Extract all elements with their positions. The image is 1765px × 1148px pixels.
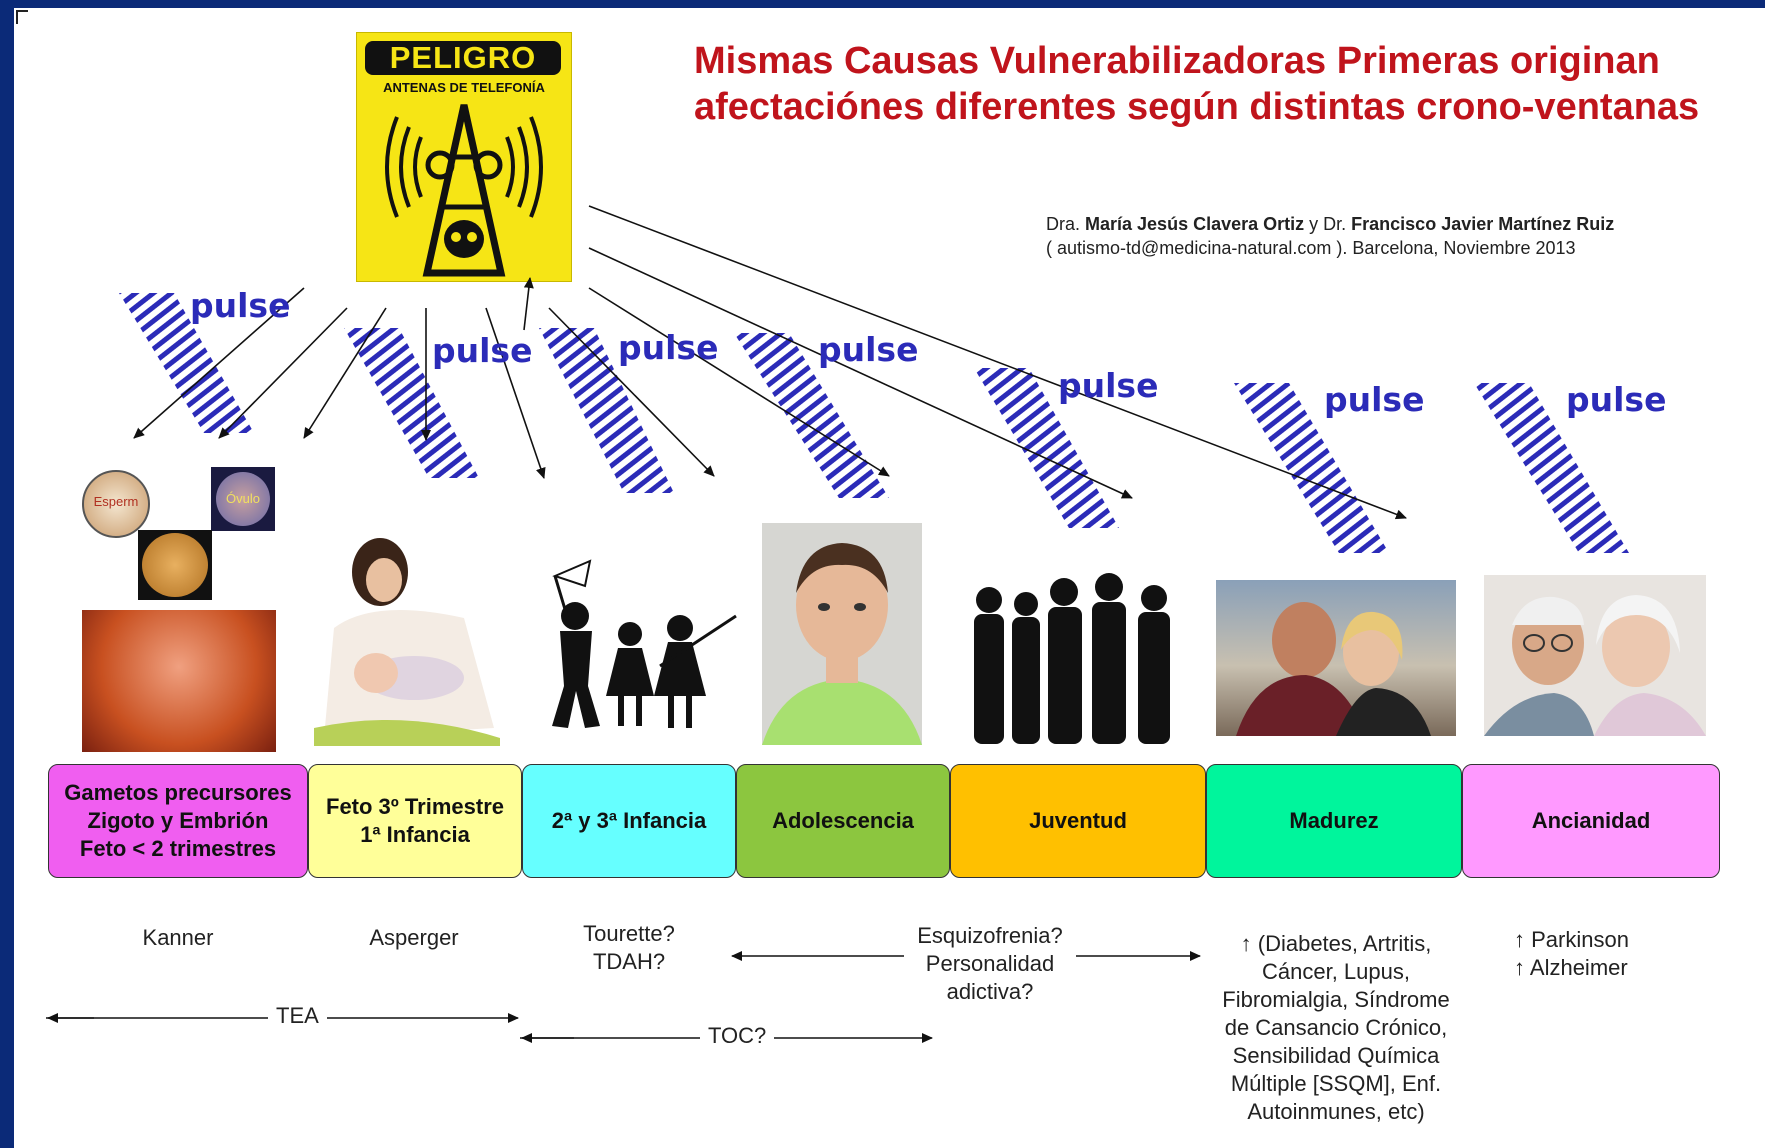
arrow-9 (588, 247, 1133, 499)
condition-ancianidad-list: ↑ Parkinson ↑ Alzheimer (1514, 927, 1629, 980)
arrow-2 (218, 307, 348, 439)
pulse-wave-6 (1234, 383, 1389, 553)
slide: Mismas Causas Vulnerabilizadoras Primera… (14, 8, 1765, 1148)
pulse-arrows-layer (46, 205, 1629, 1043)
skull-icon (444, 220, 484, 258)
stage-gametos-label: Gametos precursores Zigoto y Embrión Fet… (64, 780, 292, 861)
pulse-label-7: pulse (1566, 380, 1667, 419)
pulse-label-2: pulse (432, 331, 533, 370)
youth-silhouette-image (964, 572, 1199, 746)
title-line-2: afectaciónes diferentes según distintas … (694, 86, 1700, 128)
elderly-couple-photo (1484, 575, 1706, 736)
stage-feto-label: Feto 3º Trimestre 1ª Infancia (326, 794, 504, 847)
arrow-10 (588, 205, 1407, 520)
pulse-wave-5 (974, 368, 1119, 528)
author-1: María Jesús Clavera Ortiz (1085, 214, 1305, 234)
pulse-wave-4 (734, 333, 889, 498)
sign-title: PELIGRO (365, 41, 561, 75)
zygote-image (138, 530, 212, 600)
range-label-toc: TOC? (700, 1023, 775, 1049)
stage-infancia-label: 2ª y 3ª Infancia (551, 808, 707, 833)
pulse-label-4: pulse (818, 330, 919, 369)
sperm-image: Esperm (82, 470, 150, 538)
stage-ancianidad: Ancianidad (1462, 764, 1720, 878)
adolescent-portrait (762, 523, 922, 745)
pulse-label-1: pulse (190, 286, 291, 325)
ovum-label: Óvulo (226, 491, 260, 506)
corner-mark (16, 10, 28, 24)
author-join: y Dr. (1304, 214, 1352, 234)
pulse-wave-3 (539, 328, 674, 493)
stage-adolescencia: Adolescencia (736, 764, 950, 878)
slide-title: Mismas Causas Vulnerabilizadoras Primera… (694, 38, 1754, 130)
arrow-7 (548, 307, 715, 477)
sign-subtitle: ANTENAS DE TELEFONÍA (383, 80, 545, 95)
stage-madurez-label: Madurez (1289, 808, 1379, 833)
danger-sign: PELIGRO ANTENAS DE TELEFONÍA (356, 32, 572, 282)
stage-juventud-label: Juventud (1029, 808, 1127, 833)
arrow-5 (485, 307, 546, 479)
pulse-wave-2 (344, 328, 479, 478)
antenna-tower-icon (385, 104, 543, 277)
stage-gametos: Gametos precursores Zigoto y Embrión Fet… (48, 764, 308, 878)
stage-juventud: Juventud (950, 764, 1206, 878)
embryo-image (82, 610, 276, 752)
author-contact: ( autismo-td@medicina-natural.com ). Bar… (1046, 238, 1576, 258)
condition-madurez-list: ↑ (Diabetes, Artritis, Cáncer, Lupus, Fi… (1222, 931, 1450, 1124)
stage-ancianidad-label: Ancianidad (1531, 808, 1651, 833)
authors-block: Dra. María Jesús Clavera Ortiz y Dr. Fra… (1046, 212, 1746, 260)
stage-adolescencia-label: Adolescencia (772, 808, 914, 833)
stage-infancia: 2ª y 3ª Infancia (522, 764, 736, 878)
arrow-3 (303, 307, 387, 439)
pulse-label-5: pulse (1058, 366, 1159, 405)
condition-tourette-tdah: Tourette? TDAH? (583, 921, 675, 974)
condition-esquizofrenia: Esquizofrenia? Personalidad adictiva? (917, 923, 1063, 1004)
mother-baby-image (314, 528, 500, 746)
ovum-image: Óvulo (211, 467, 275, 531)
sperm-label: Esperm (93, 494, 139, 509)
title-line-1: Mismas Causas Vulnerabilizadoras Primera… (694, 40, 1660, 82)
pulse-wave-1 (119, 293, 254, 433)
pulse-label-6: pulse (1324, 380, 1425, 419)
range-label-tea: TEA (268, 1003, 327, 1029)
children-silhouette-image (530, 556, 740, 746)
pulse-label-3: pulse (618, 328, 719, 367)
condition-asperger: Asperger (369, 925, 459, 950)
author-prefix: Dra. (1046, 214, 1086, 234)
stage-feto-infancia: Feto 3º Trimestre 1ª Infancia (308, 764, 522, 878)
arrow-1 (133, 287, 305, 439)
condition-kanner: Kanner (142, 925, 214, 950)
arrow-6 (523, 277, 534, 331)
arrow-8 (588, 287, 890, 477)
stage-madurez: Madurez (1206, 764, 1462, 878)
author-2: Francisco Javier Martínez Ruiz (1351, 214, 1615, 234)
pulse-wave-7 (1474, 383, 1629, 553)
mature-couple-photo (1216, 580, 1456, 736)
